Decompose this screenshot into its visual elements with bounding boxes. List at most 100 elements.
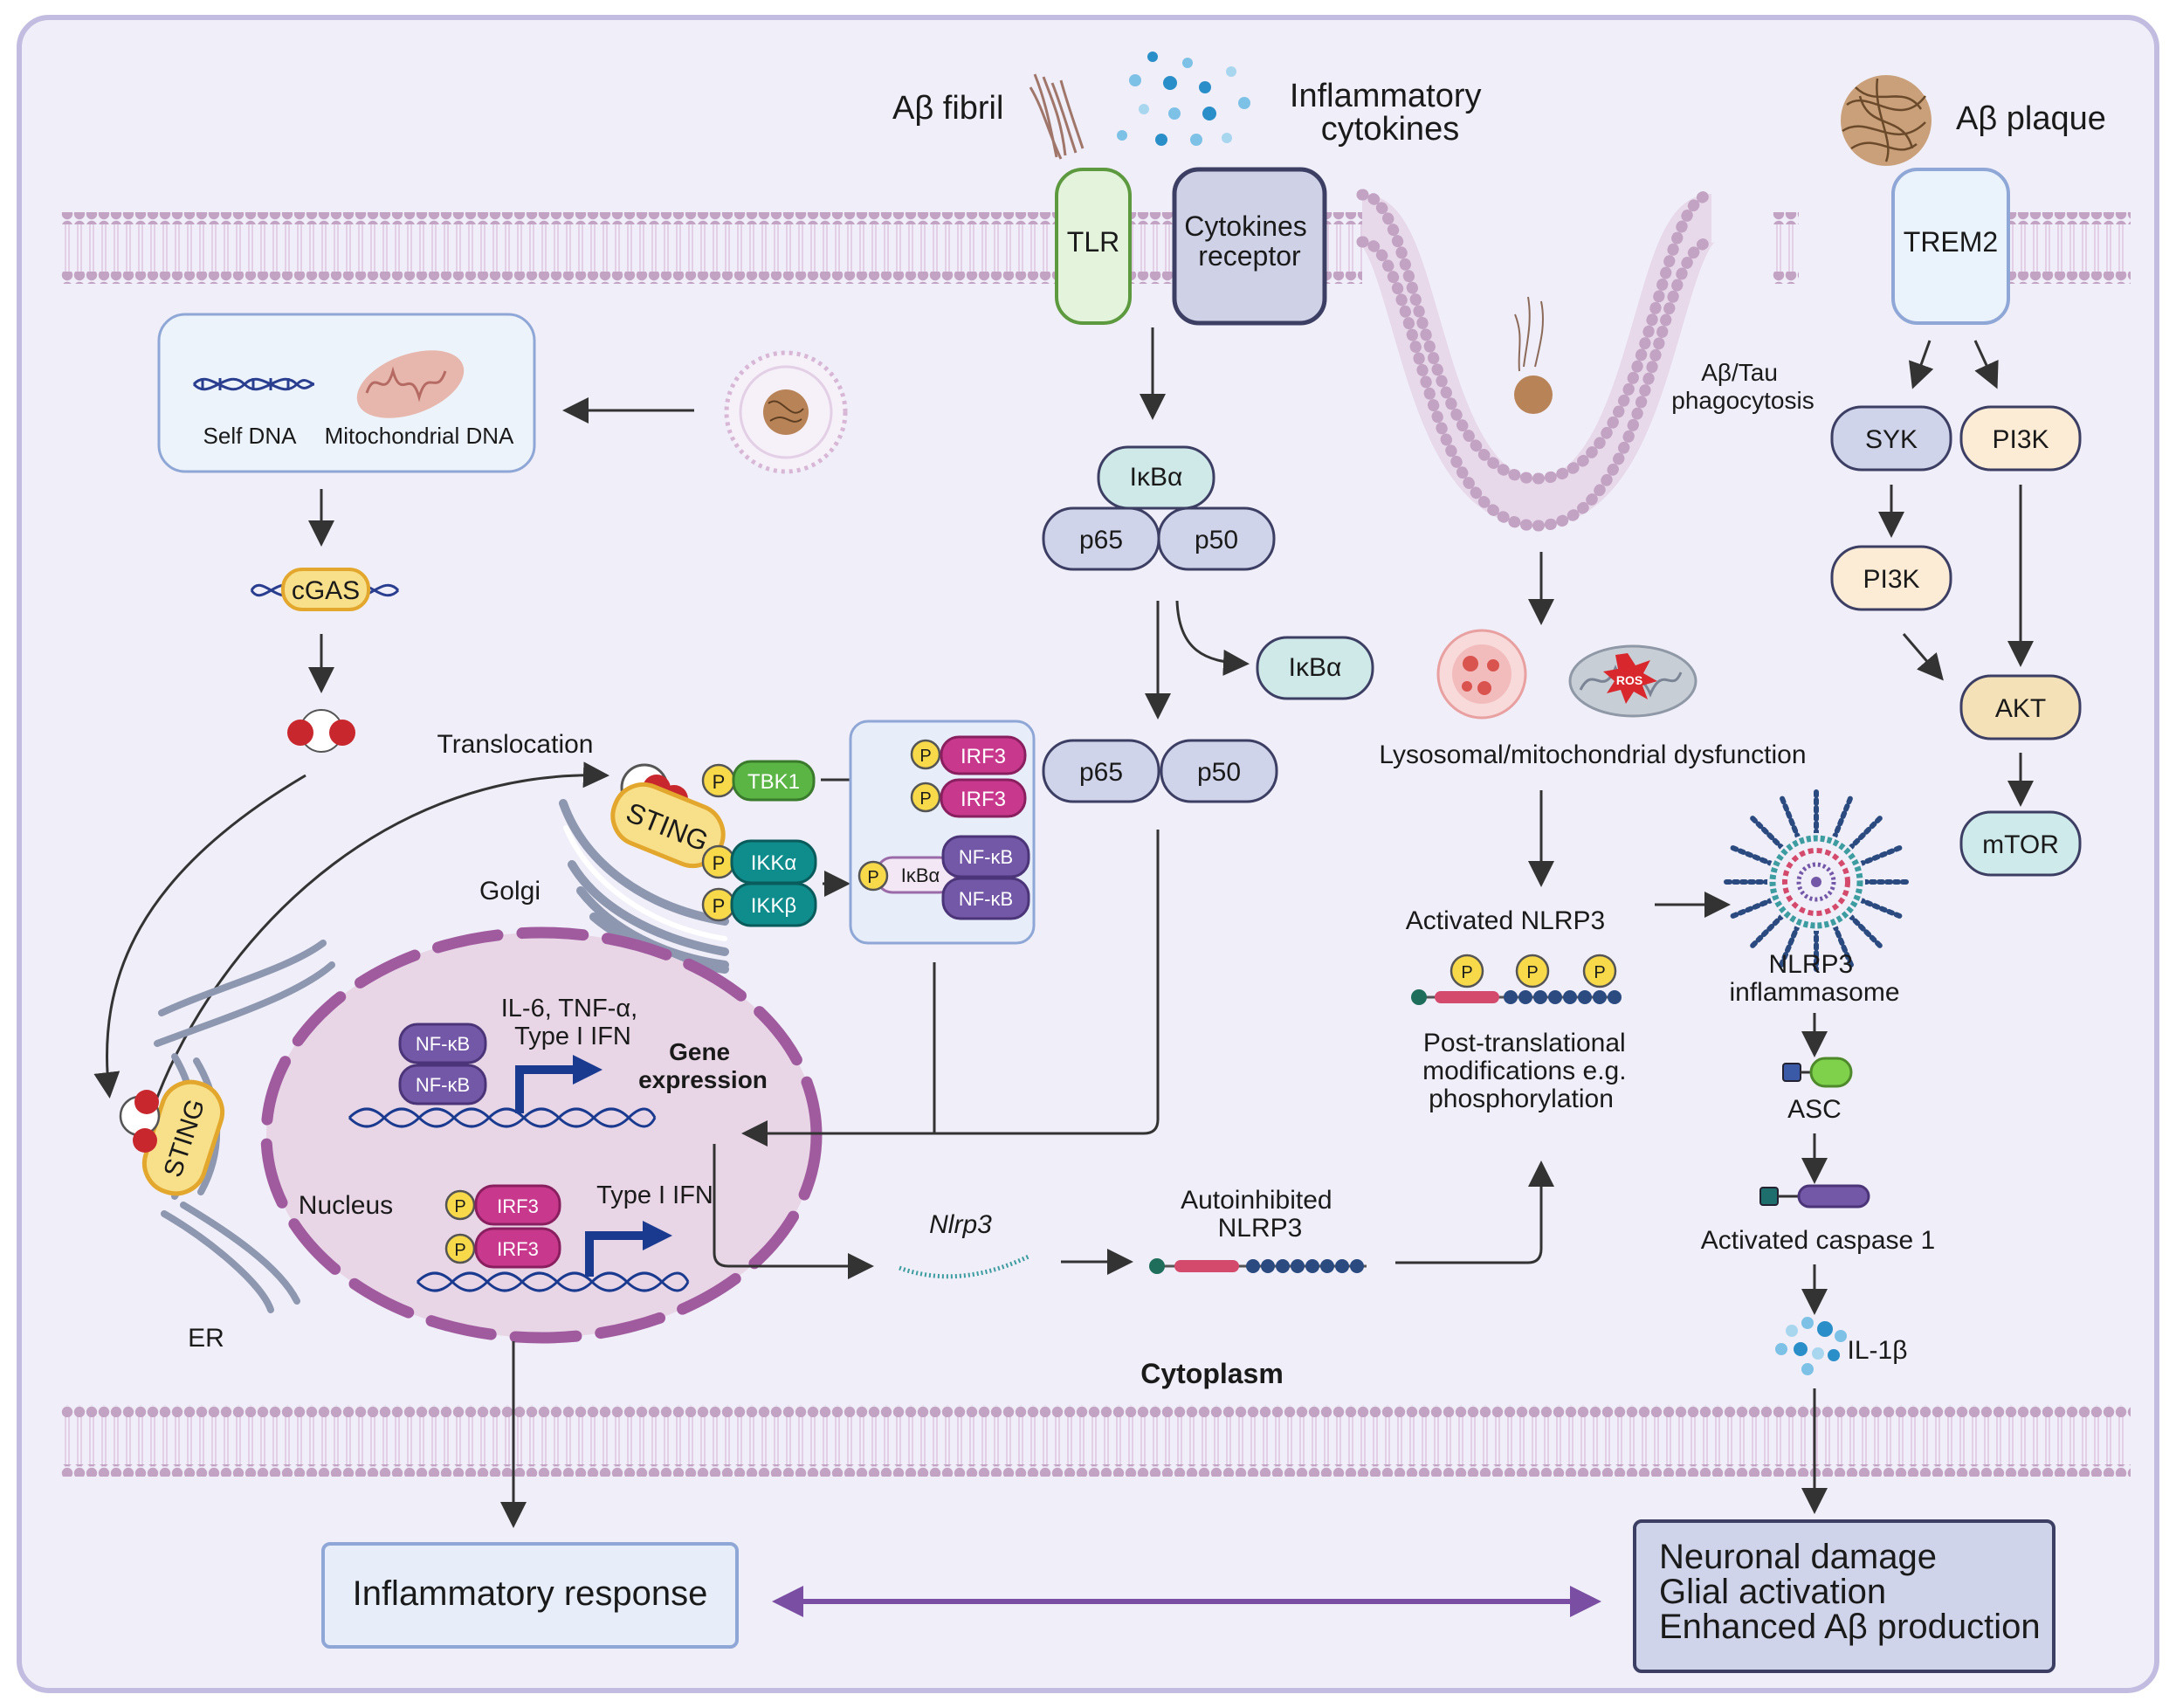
cgamp-icon [287,709,355,753]
inflammatory-cytokines-label: Inflammatory cytokines [1290,78,1491,148]
lysosome-icon [1436,629,1527,720]
svg-text:P: P [919,747,931,766]
transcription-arrowhead-lower [643,1221,672,1250]
sting-er: STING [119,1079,225,1196]
dna-lower [416,1271,690,1292]
mtor-node [1959,810,2082,877]
ab-fibril-icon [1029,73,1085,160]
svg-text:IκBα: IκBα [901,864,940,886]
golgi-label: Golgi [479,877,541,906]
svg-text:P: P [713,771,726,793]
svg-text:P: P [1461,963,1472,982]
activated-caspase1-label: Activated caspase 1 [1701,1226,1936,1255]
akt-label: AKT [1995,694,2046,723]
inflammatory-response-box [321,1542,739,1649]
arrow-trem2-to-pi3k [1973,340,1999,389]
cytoplasm-label: Cytoplasm [1140,1358,1284,1389]
svg-text:P: P [1526,963,1538,982]
ab-plaque-label: Aβ plaque [1956,100,2106,137]
inflammatory-response-label: Inflammatory response [353,1574,708,1613]
tbk1-label: TBK1 [747,770,800,794]
dysfunction-label: Lysosomal/mitochondrial dysfunction [1379,740,1806,769]
er-label: ER [188,1324,224,1353]
p50-top-label: p50 [1195,526,1238,554]
arrow-trem2-to-syk [1909,340,1934,389]
nucleus-label: Nucleus [299,1191,393,1220]
svg-text:P: P [1594,963,1605,982]
ab-fibril-label: Aβ fibril [892,90,1003,127]
pi3k-right-label: PI3K [1992,425,2049,454]
svg-text:P: P [867,868,878,887]
asc-label: ASC [1787,1095,1842,1124]
svg-text:IRF3: IRF3 [497,1195,539,1217]
nucleus [260,926,823,1344]
mtor-label: mTOR [1982,830,2059,859]
transcription-arrowhead-upper [573,1055,603,1085]
damaged-mitochondrion-icon: ROS [1568,644,1697,718]
nfkb-ikba-complex: IκBα P NF-κB NF-κB [857,835,1030,920]
outcome-box [1633,1519,2055,1673]
ikkb-phospho: P [701,887,736,922]
svg-text:IRF3: IRF3 [961,788,1006,811]
il1b-particles [1775,1317,1847,1375]
ab-tau-phagocytosis-label: Aβ/Tau phagocytosis [1671,359,1814,414]
arrow-p65p50-to-nucleus [741,830,1160,1147]
ikba-released-label: IκBα [1289,653,1342,682]
ikkb-label: IKKβ [751,894,797,918]
translocation-label: Translocation [437,730,594,759]
p65-top-label: p65 [1079,526,1123,554]
svg-text:NF-κB: NF-κB [959,888,1013,910]
ikba-top-label: IκBα [1130,463,1183,492]
phagocytosed-ab-icon [1514,296,1553,414]
arrow-pi3k-left-to-akt [1902,633,1944,681]
nucleus-nfkb-dimer: NF-κB NF-κB [398,1023,487,1105]
svg-text:NF-κB: NF-κB [416,1033,470,1055]
gene-targets-label: IL-6, TNF-α, Type I IFN [501,995,644,1050]
svg-text:P: P [919,789,931,809]
p65-free [1042,739,1160,803]
ab-plaque-icon [1841,75,1932,166]
nucleus-irf3-dimer: P IRF3 P IRF3 [444,1184,561,1269]
self-dna-label: Self DNA [203,423,298,449]
nlrp3-inflammasome-label: NLRP3 inflammasome [1729,950,1899,1007]
p50-top [1157,506,1276,571]
cytokines-receptor-label: Cytokines receptor [1184,210,1314,272]
pi3k-node-left [1830,545,1952,611]
arrow-ikba-release [1175,600,1250,676]
plasma-membrane-top [61,189,2131,532]
p50-free [1160,739,1278,803]
transcription-start-upper [515,1065,576,1113]
activated-nlrp3-label: Activated NLRP3 [1406,906,1605,935]
arrow-translocation [147,761,609,1123]
outcome-labels: Neuronal damage Glial activation Enhance… [1659,1538,2041,1646]
irf3-dimer-top: P IRF3 P IRF3 [910,735,1027,818]
nlrp3-mrna-label: Nlrp3 [929,1210,992,1239]
pi3k-left-label: PI3K [1863,565,1919,594]
syk-label: SYK [1865,425,1918,454]
type1-ifn-label: Type I IFN [596,1181,713,1209]
svg-text:NF-κB: NF-κB [959,846,1013,868]
ikba-released [1256,636,1374,700]
pi3k-node-right [1959,405,2082,472]
arrow-autoinhibited-to-activated [1395,1160,1554,1264]
cytokine-particles [1117,52,1250,146]
svg-text:P: P [713,895,726,917]
endoplasmic-reticulum [154,940,335,1313]
ptm-label: Post-translational modifications e.g. ph… [1422,1029,1634,1113]
transcription-start-lower [585,1231,646,1277]
plasma-membrane-bottom [61,1405,2131,1477]
mitochondrial-dna-label: Mitochondrial DNA [325,423,514,449]
cgas-label: cGAS [292,576,360,605]
tbk1-protein [732,760,816,802]
arrow-nucleus-to-nlrp3-mrna [713,1144,874,1279]
svg-text:P: P [454,1241,465,1260]
tlr-receptor [1055,168,1132,325]
caspase1-icon [1759,1184,1870,1209]
syk-node [1830,405,1952,472]
self-dna-icon [192,377,315,391]
dna-upper [348,1107,657,1128]
cytokines-receptor [1172,167,1327,326]
ikka-phospho: P [701,844,736,879]
svg-text:P: P [454,1197,465,1216]
